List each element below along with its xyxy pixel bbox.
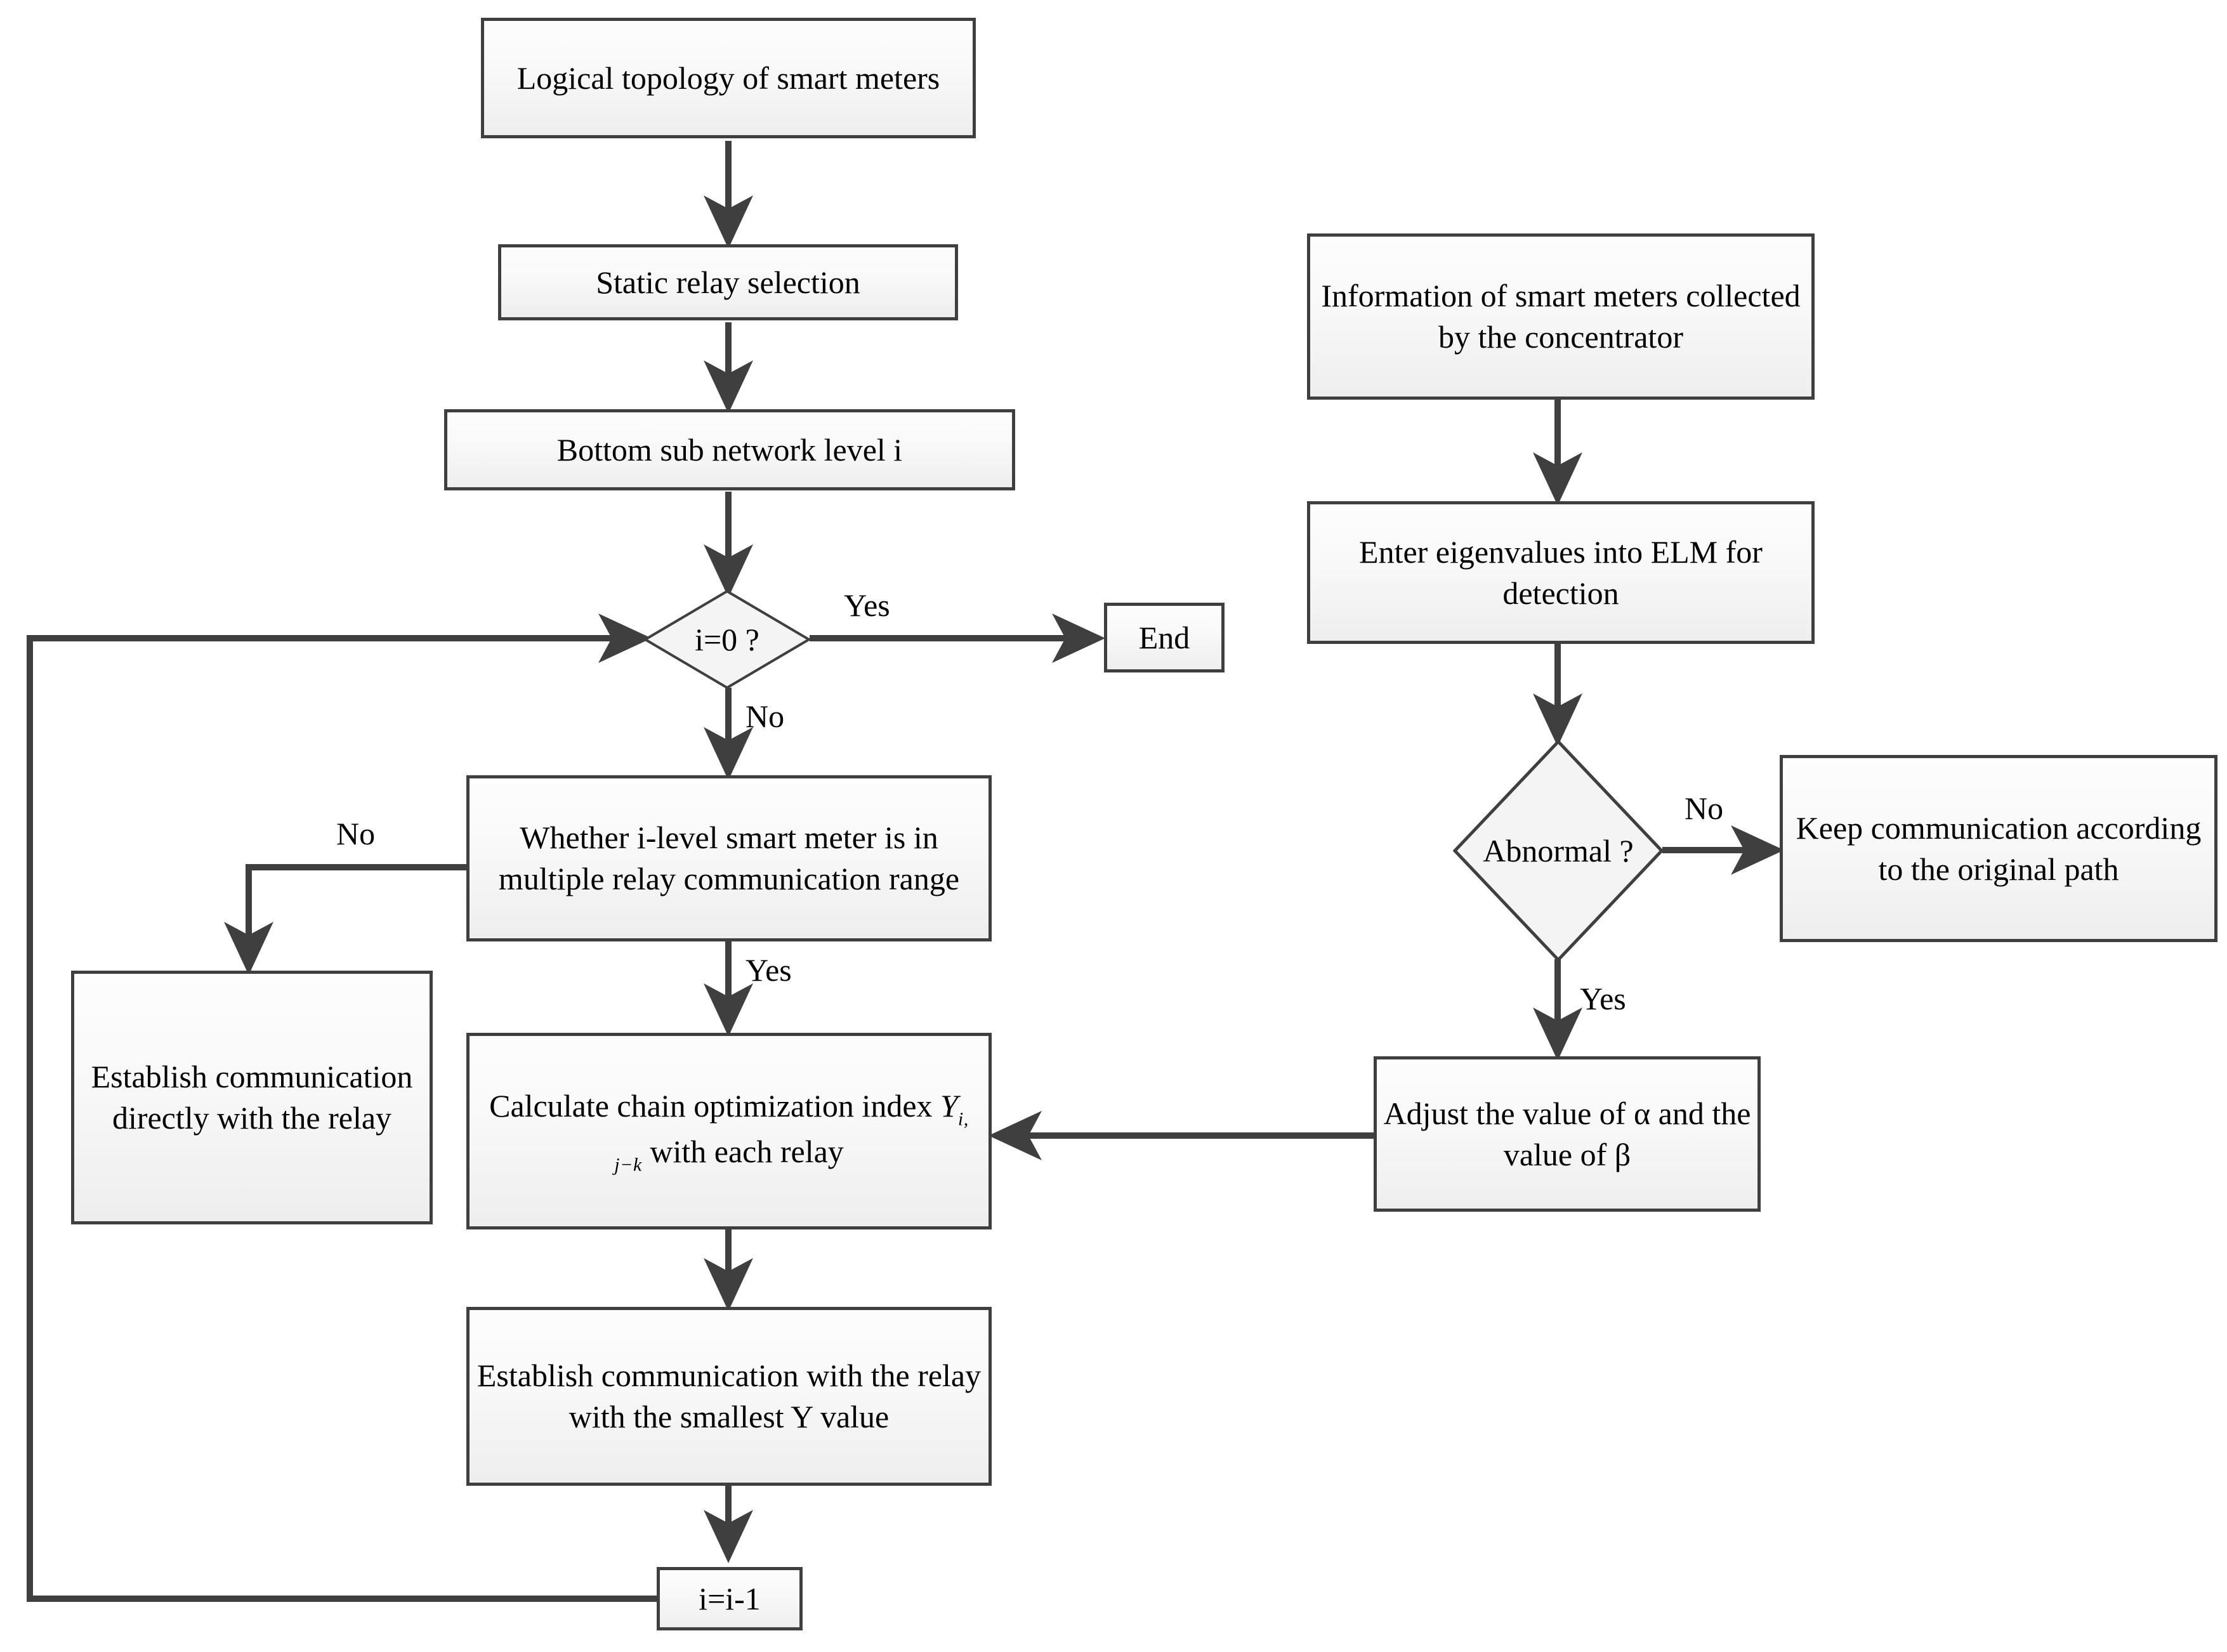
edge-label-izero-no: No — [746, 698, 785, 734]
decision-label-i-equals-zero: i=0 ? — [695, 622, 759, 657]
node-static-relay-selection: Static relay selection — [498, 244, 958, 320]
node-information-collected-by-concentrator: Information of smart meters collected by… — [1307, 233, 1815, 400]
node-whether-multiple-relay-range: Whether i-level smart meter is in multip… — [466, 775, 992, 941]
calculate-index-post: with each relay — [641, 1134, 844, 1169]
edge-label-whether-no: No — [336, 816, 376, 851]
calculate-index-symbol: Y — [940, 1087, 958, 1124]
diamond-shape-i-equals-zero — [644, 590, 810, 689]
edge-label-abnormal-yes: Yes — [1580, 981, 1626, 1016]
edge-label-whether-yes: Yes — [746, 952, 792, 988]
edge-label-abnormal-no: No — [1685, 790, 1724, 826]
node-decrement-i: i=i-1 — [657, 1567, 803, 1630]
decision-label-abnormal: Abnormal ? — [1483, 833, 1634, 869]
node-enter-eigenvalues-into-elm: Enter eigenvalues into ELM for detection — [1307, 501, 1815, 644]
edge-whether-no-to-establish-direct — [224, 864, 466, 976]
diamond-shape-abnormal — [1453, 740, 1664, 962]
calculate-index-pre: Calculate chain optimization index — [489, 1087, 941, 1124]
node-end: End — [1104, 603, 1225, 672]
node-calculate-chain-optimization-index: Calculate chain optimization index Yi, j… — [466, 1033, 992, 1229]
node-establish-smallest-y-value: Establish communication with the relay w… — [466, 1307, 992, 1486]
node-bottom-sub-network-level: Bottom sub network level i — [444, 409, 1015, 490]
decision-i-equals-zero: i=0 ? — [644, 590, 810, 689]
edge-label-izero-yes: Yes — [844, 587, 890, 623]
calculate-index-subscript: i, j−k — [614, 1108, 969, 1176]
node-adjust-alpha-beta: Adjust the value of α and the value of β — [1374, 1056, 1761, 1212]
decision-abnormal: Abnormal ? — [1453, 740, 1664, 962]
node-start-logical-topology: Logical topology of smart meters — [481, 18, 976, 138]
node-establish-direct-with-relay: Establish communication directly with th… — [71, 971, 433, 1224]
node-keep-communication-original-path: Keep communication according to the orig… — [1780, 755, 2217, 942]
calculate-index-text: Calculate chain optimization index Yi, j… — [476, 1085, 982, 1177]
